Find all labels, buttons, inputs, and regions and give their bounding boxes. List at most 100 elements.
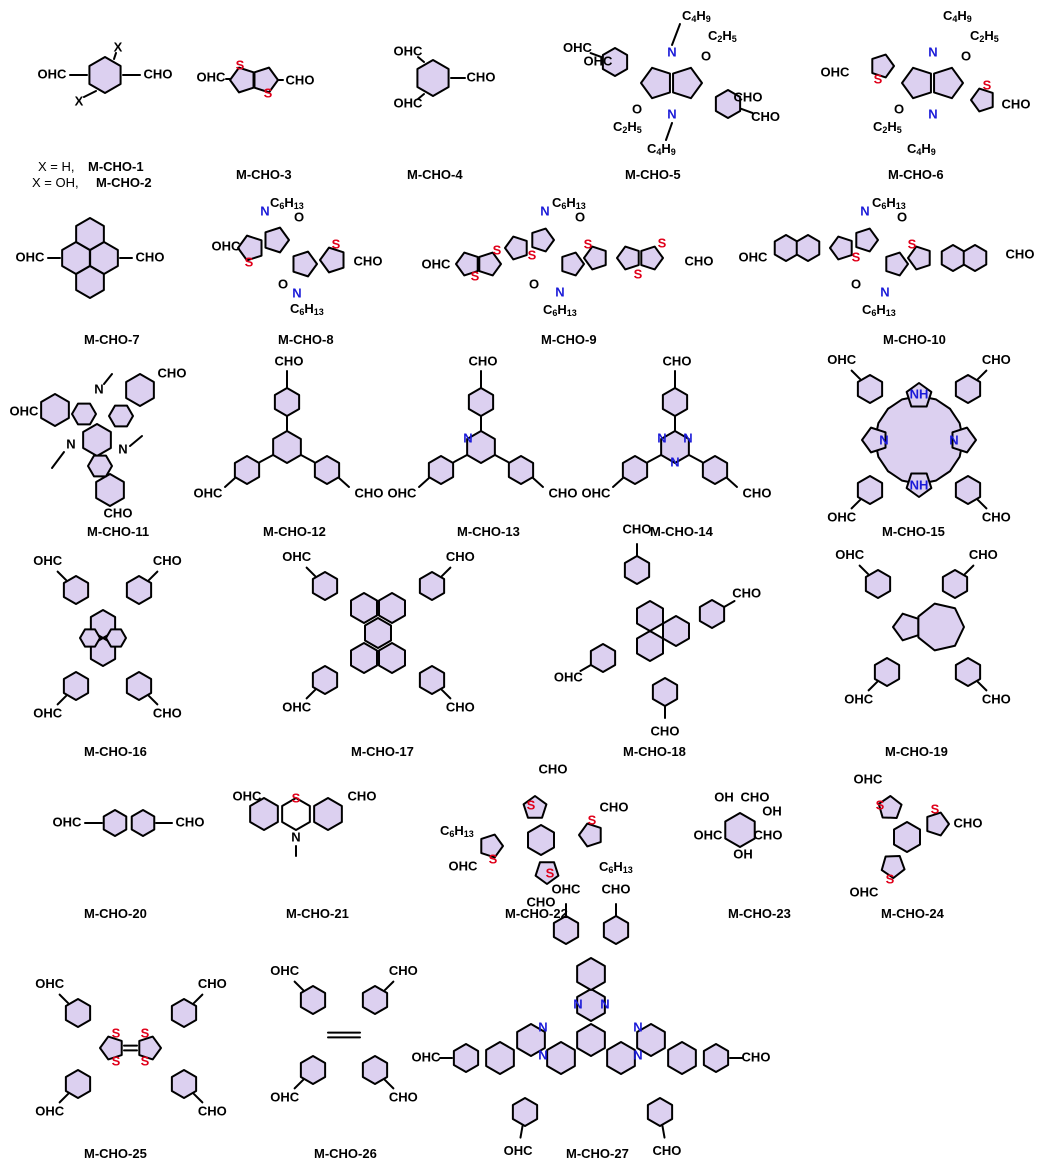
atom-s-51: S — [634, 266, 643, 281]
atom-cho-86: CHO — [743, 485, 772, 500]
ring-19 — [319, 246, 345, 274]
label-m-cho-26: M-CHO-26 — [314, 1146, 377, 1161]
atom-oh-130: OH — [714, 789, 734, 804]
atom-s-62: S — [908, 236, 917, 251]
ring-layer — [40, 47, 994, 1127]
note-x-oh: X = OH, — [32, 175, 79, 190]
bond-38 — [850, 498, 862, 510]
ring-2 — [253, 66, 279, 94]
ring-101 — [534, 861, 560, 885]
ring-98 — [281, 797, 311, 831]
atom-cho-84: CHO — [663, 353, 692, 368]
note-x-h: X = H, — [38, 159, 75, 174]
atom-ohc-25: OHC — [821, 64, 851, 79]
ring-29 — [795, 234, 821, 262]
ring-34 — [940, 244, 966, 272]
ring-58 — [861, 426, 887, 454]
atom-cho-131: CHO — [741, 789, 770, 804]
atom-s-145: S — [141, 1053, 150, 1068]
atom-ohc-53: OHC — [422, 256, 452, 271]
bond-62 — [192, 993, 204, 1005]
ring-39 — [82, 423, 112, 457]
atom-ohc-81: OHC — [388, 485, 418, 500]
label-m-cho-7: M-CHO-7 — [84, 332, 140, 347]
atom-o-30: O — [894, 101, 904, 116]
bond-69 — [293, 1078, 305, 1090]
atom-ohc-96: OHC — [827, 510, 857, 525]
ring-30 — [829, 235, 853, 261]
atom-ohc-8: OHC — [394, 43, 424, 58]
atom-s-120: S — [527, 797, 536, 812]
bond-2 — [113, 52, 117, 60]
ring-8 — [901, 66, 932, 100]
ring-110 — [138, 1035, 162, 1061]
ring-79 — [311, 665, 339, 695]
atom-ohc-126: OHC — [449, 858, 479, 873]
atom-ohc-112: OHC — [844, 692, 874, 707]
bond-15 — [103, 373, 113, 385]
ring-75 — [350, 642, 378, 674]
bond-46 — [305, 688, 317, 700]
ring-72 — [350, 592, 378, 624]
ring-124 — [516, 1023, 546, 1057]
ring-16 — [237, 234, 263, 262]
ring-121 — [606, 1041, 636, 1075]
atom-cho-79: CHO — [355, 485, 384, 500]
atom-cho-80: CHO — [469, 353, 498, 368]
bond-20 — [300, 454, 315, 463]
label-m-cho-8: M-CHO-8 — [278, 332, 334, 347]
atom-cho-107: CHO — [732, 585, 761, 600]
bond-41 — [147, 570, 159, 582]
atom-cho-26: CHO — [1002, 96, 1031, 111]
ring-9 — [933, 66, 964, 100]
bond-36 — [850, 369, 862, 381]
atom-cho-7: CHO — [286, 72, 315, 87]
ring-18 — [292, 250, 318, 278]
ring-24 — [561, 251, 585, 277]
atom-cho-36: CHO — [136, 249, 165, 264]
atom-o-29: O — [961, 48, 971, 63]
atom-n-74: N — [94, 381, 103, 396]
ring-100 — [522, 795, 548, 819]
ring-127 — [667, 1041, 697, 1075]
atom-cho-12: CHO — [751, 109, 780, 124]
atom-s-48: S — [493, 242, 502, 257]
atom-cho-111: CHO — [969, 547, 998, 562]
ring-5 — [672, 66, 703, 100]
atom-s-61: S — [852, 249, 861, 264]
bond-68 — [383, 980, 395, 992]
ring-54 — [701, 455, 729, 485]
atom-n-83: N — [463, 430, 472, 445]
ring-59 — [951, 426, 977, 454]
atom-cho-165: CHO — [653, 1143, 682, 1158]
atom-cho-119: CHO — [348, 788, 377, 803]
bond-47 — [440, 688, 452, 700]
ring-119 — [576, 1023, 606, 1057]
ring-106 — [877, 795, 903, 819]
atom-cho-127: CHO — [600, 799, 629, 814]
ring-17 — [264, 226, 290, 254]
atom-nh-90: NH — [910, 386, 929, 401]
atom-ohc-162: OHC — [412, 1049, 442, 1064]
atom-n-91: N — [879, 432, 888, 447]
ring-96 — [249, 797, 279, 831]
atom-ohc-98: OHC — [33, 553, 63, 568]
label-m-cho-22: M-CHO-22 — [505, 906, 568, 921]
atom-ohc-160: OHC — [552, 881, 582, 896]
atom-o-44: O — [278, 276, 288, 291]
atom-o-68: O — [851, 276, 861, 291]
ring-4 — [640, 66, 671, 100]
atom-s-52: S — [658, 235, 667, 250]
atom-cho-128: CHO — [539, 761, 568, 776]
atom-cho-129: CHO — [527, 894, 556, 909]
bond-25 — [453, 454, 468, 463]
ring-80 — [418, 665, 446, 695]
atom-s-137: S — [931, 801, 940, 816]
ring-115 — [299, 985, 327, 1015]
ring-114 — [170, 1069, 198, 1099]
atom-s-49: S — [528, 247, 537, 262]
bond-7 — [417, 56, 425, 63]
label-m-cho-13: M-CHO-13 — [457, 524, 520, 539]
atom-cho-103: CHO — [446, 549, 475, 564]
atom-s-142: S — [112, 1025, 121, 1040]
